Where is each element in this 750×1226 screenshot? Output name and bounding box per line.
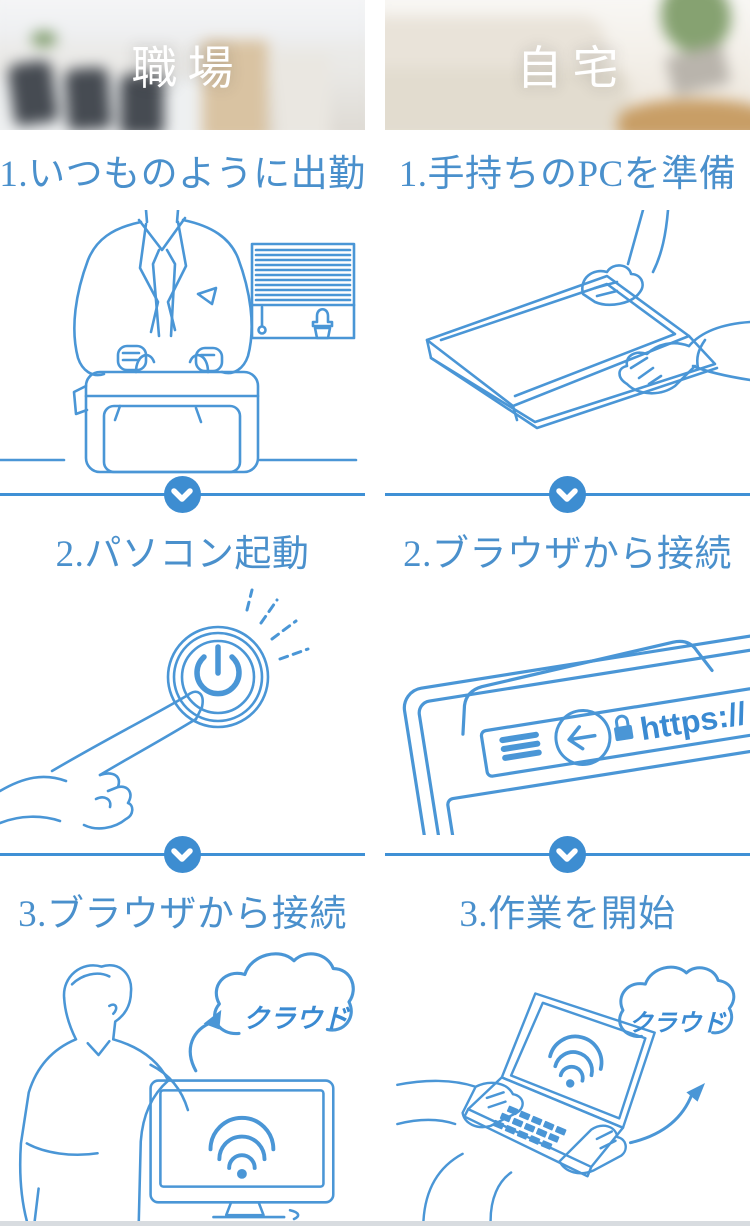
workplace-divider-2 [0,835,365,875]
pointing-hand [0,690,204,830]
workplace-divider-1 [0,475,365,515]
person-monitor-wifi-cloud-art: クラウド [18,952,355,1221]
person-from-behind [18,964,190,1221]
power-button-illustration [0,585,365,835]
workplace-header-title: 職場 [131,43,244,94]
home-step3-title: 3.作業を開始 [459,894,676,935]
home-step1-title: 1.手持ちのPCを準備 [398,154,737,195]
briefcase [72,353,260,474]
home-step2-title: 2.ブラウザから接続 [403,534,732,575]
workplace-step2-title: 2.パソコン起動 [55,534,310,575]
back-arrow-icon [554,708,612,766]
wifi-icon [548,1034,604,1088]
window-blinds [250,242,356,340]
typing-laptop-wifi-cloud-art: クラウド [396,965,736,1221]
home-divider-2 [385,835,750,875]
briefcase-illustration [0,210,365,475]
cloud-label-text: クラウド [629,1010,728,1037]
lock-icon [614,714,634,742]
keyboard-keys [492,1105,567,1150]
livingroom-photo-illustration [385,0,750,130]
businessman-figure [73,210,253,377]
lower-arm-and-hand [618,320,750,395]
typing-hands [396,1079,627,1221]
businessman-packing-briefcase-art [0,210,358,474]
home-header-photo: 自宅 [385,0,750,130]
cloud-label-text: クラウド [243,1004,350,1034]
chevron-down-icon [548,836,586,873]
workplace-header-photo: 職場 [0,0,365,130]
workplace-step3-title: 3.ブラウザから接続 [18,894,347,935]
laptop-lid [425,274,719,430]
office-photo-illustration [0,0,365,130]
browser-window-frame [402,622,750,835]
arrow-up-icon [628,1083,706,1145]
hamburger-menu-icon [499,731,542,761]
power-button-icon [166,625,270,729]
arrow-up-icon [188,1009,222,1073]
chevron-down-icon [163,476,201,513]
bottom-border [0,1221,750,1226]
monitor [149,1079,335,1221]
finger-pressing-power-button-art [0,588,310,830]
workplace-step1-title: 1.いつものように出勤 [0,154,366,195]
cloud-icon [213,952,355,1035]
wifi-icon [208,1115,276,1179]
open-laptop-illustration [385,210,750,475]
chevron-down-icon [548,476,586,513]
sparkle-rays-icon [245,588,310,661]
laptop-cloud-illustration: クラウド [385,945,750,1221]
monitor-cloud-illustration: クラウド [0,945,365,1221]
home-divider-1 [385,475,750,515]
cloud-icon [618,965,736,1038]
browser-address-bar-art: https:// [402,622,750,835]
home-header-title: 自宅 [516,43,629,94]
chevron-down-icon [163,836,201,873]
browser-illustration: https:// [385,585,750,835]
hands-opening-laptop-art [425,210,750,430]
